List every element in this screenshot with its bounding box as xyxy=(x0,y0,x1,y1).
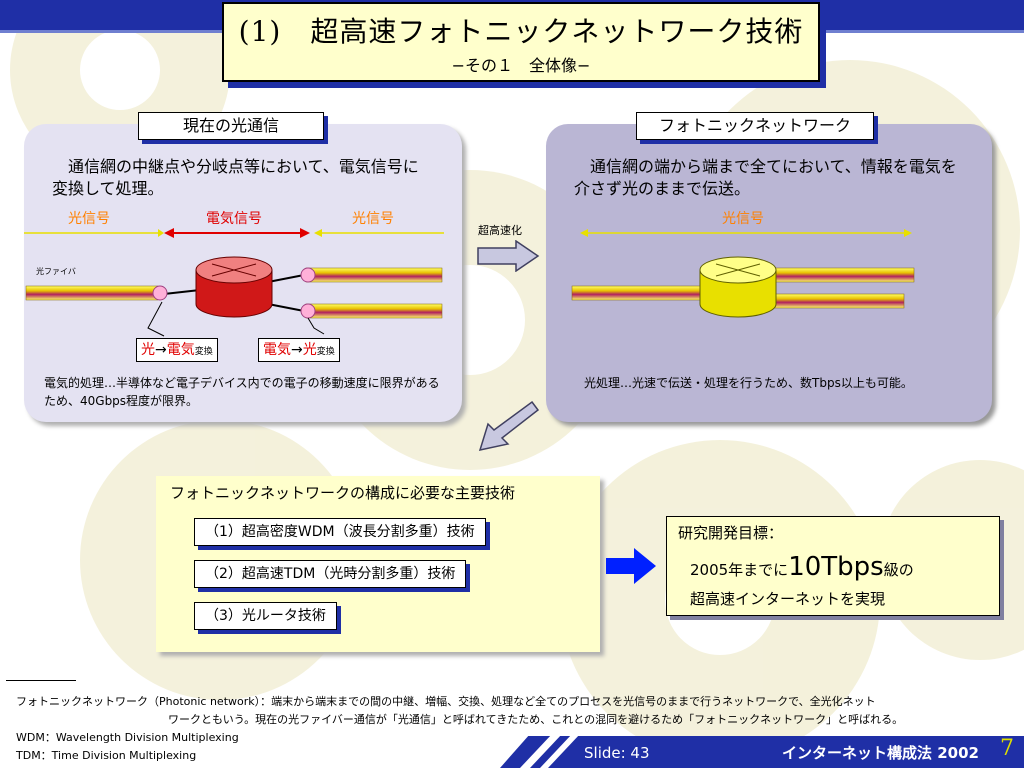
slide-subtitle: −その１ 全体像− xyxy=(451,56,591,75)
electric-signal-label: 電気信号 xyxy=(206,211,262,227)
optical-signal-label-right: 光信号 xyxy=(352,211,394,227)
electric-span-arrow xyxy=(164,228,310,238)
footnote-wdm: WDM：Wavelength Division Multiplexing xyxy=(16,731,239,744)
photonic-network-diagram xyxy=(571,229,915,318)
down-left-arrow-icon xyxy=(478,400,540,452)
fiber-label: 光ファイバ xyxy=(36,267,76,276)
slide-title: (1) 超高速フォトニックネットワーク技術 xyxy=(238,15,804,48)
footnote-photonic-definition-2: ワークともいう。現在の光ファイバー通信が「光通信」と呼ばれてきたため、これとの混… xyxy=(168,713,904,726)
footnote-divider xyxy=(6,680,76,681)
speedup-arrow-icon xyxy=(477,240,540,272)
photonic-router-icon xyxy=(699,256,777,318)
footnote-photonic-definition-1: フォトニックネットワーク（Photonic network）：端末から端末までの… xyxy=(16,695,876,708)
slide-title-box: (1) 超高速フォトニックネットワーク技術 −その１ 全体像− xyxy=(222,2,820,82)
current-optical-description: 通信網の中継点や分岐点等において、電気信号に変換して処理。 xyxy=(52,157,419,198)
research-goal-line1: 2005年までに10Tbps級の xyxy=(690,552,914,582)
input-fiber xyxy=(25,285,159,301)
optical-span-arrow-right xyxy=(314,229,444,237)
optical-processing-note: 光処理…光速で伝送・処理を行うため、数Tbps以上も可能。 xyxy=(584,376,913,390)
photonic-input-fiber xyxy=(571,285,711,301)
research-goal-box xyxy=(666,516,1000,616)
optical-span-arrow-left xyxy=(24,229,164,237)
photonic-span-arrow xyxy=(580,229,912,237)
current-network-diagram xyxy=(24,228,444,337)
research-goal-line2: 超高速インターネットを実現 xyxy=(690,590,886,608)
optical-signal-label-left: 光信号 xyxy=(68,211,110,227)
photonic-network-label: フォトニックネットワーク xyxy=(636,112,874,140)
eo-converter-node-1 xyxy=(300,267,316,283)
key-technologies-heading: フォトニックネットワークの構成に必要な主要技術 xyxy=(170,484,516,502)
photonic-network-description: 通信網の端から端まで全てにおいて、情報を電気を介さず光のままで伝送。 xyxy=(574,157,957,198)
current-optical-label: 現在の光通信 xyxy=(138,112,324,140)
eo-conversion-callout: 電気→光変換 xyxy=(258,338,340,362)
course-title: インターネット構成法 2002 xyxy=(782,744,979,762)
eo-converter-node-2 xyxy=(300,303,316,319)
photonic-output-fiber-1 xyxy=(767,267,915,283)
oe-conversion-callout: 光→電気変換 xyxy=(136,338,218,362)
photonic-signal-label: 光信号 xyxy=(722,211,764,227)
research-goal-heading: 研究開発目標： xyxy=(678,524,784,542)
tech-item-tdm: （2）超高速TDM（光時分割多重）技術 xyxy=(194,560,467,588)
right-arrow-icon xyxy=(606,548,656,584)
tech-item-wdm: （1）超高密度WDM（波長分割多重）技術 xyxy=(194,518,486,546)
output-fiber-2 xyxy=(305,303,443,319)
output-fiber-1 xyxy=(305,267,443,283)
speedup-label: 超高速化 xyxy=(478,224,522,237)
oe-converter-node xyxy=(152,285,168,301)
footer-decoration xyxy=(0,734,580,768)
tech-item-optical-router: （3）光ルータ技術 xyxy=(194,602,337,630)
footnote-tdm: TDM：Time Division Multiplexing xyxy=(16,749,197,762)
page-number: 7 xyxy=(1000,736,1014,761)
electric-processing-note: 電気的処理…半導体など電子デバイス内での電子の移動速度に限界があるため、40Gb… xyxy=(44,376,440,408)
slide-number-label: Slide: 43 xyxy=(584,744,650,762)
electric-router-icon xyxy=(195,256,273,318)
photonic-output-fiber-2 xyxy=(767,293,905,309)
